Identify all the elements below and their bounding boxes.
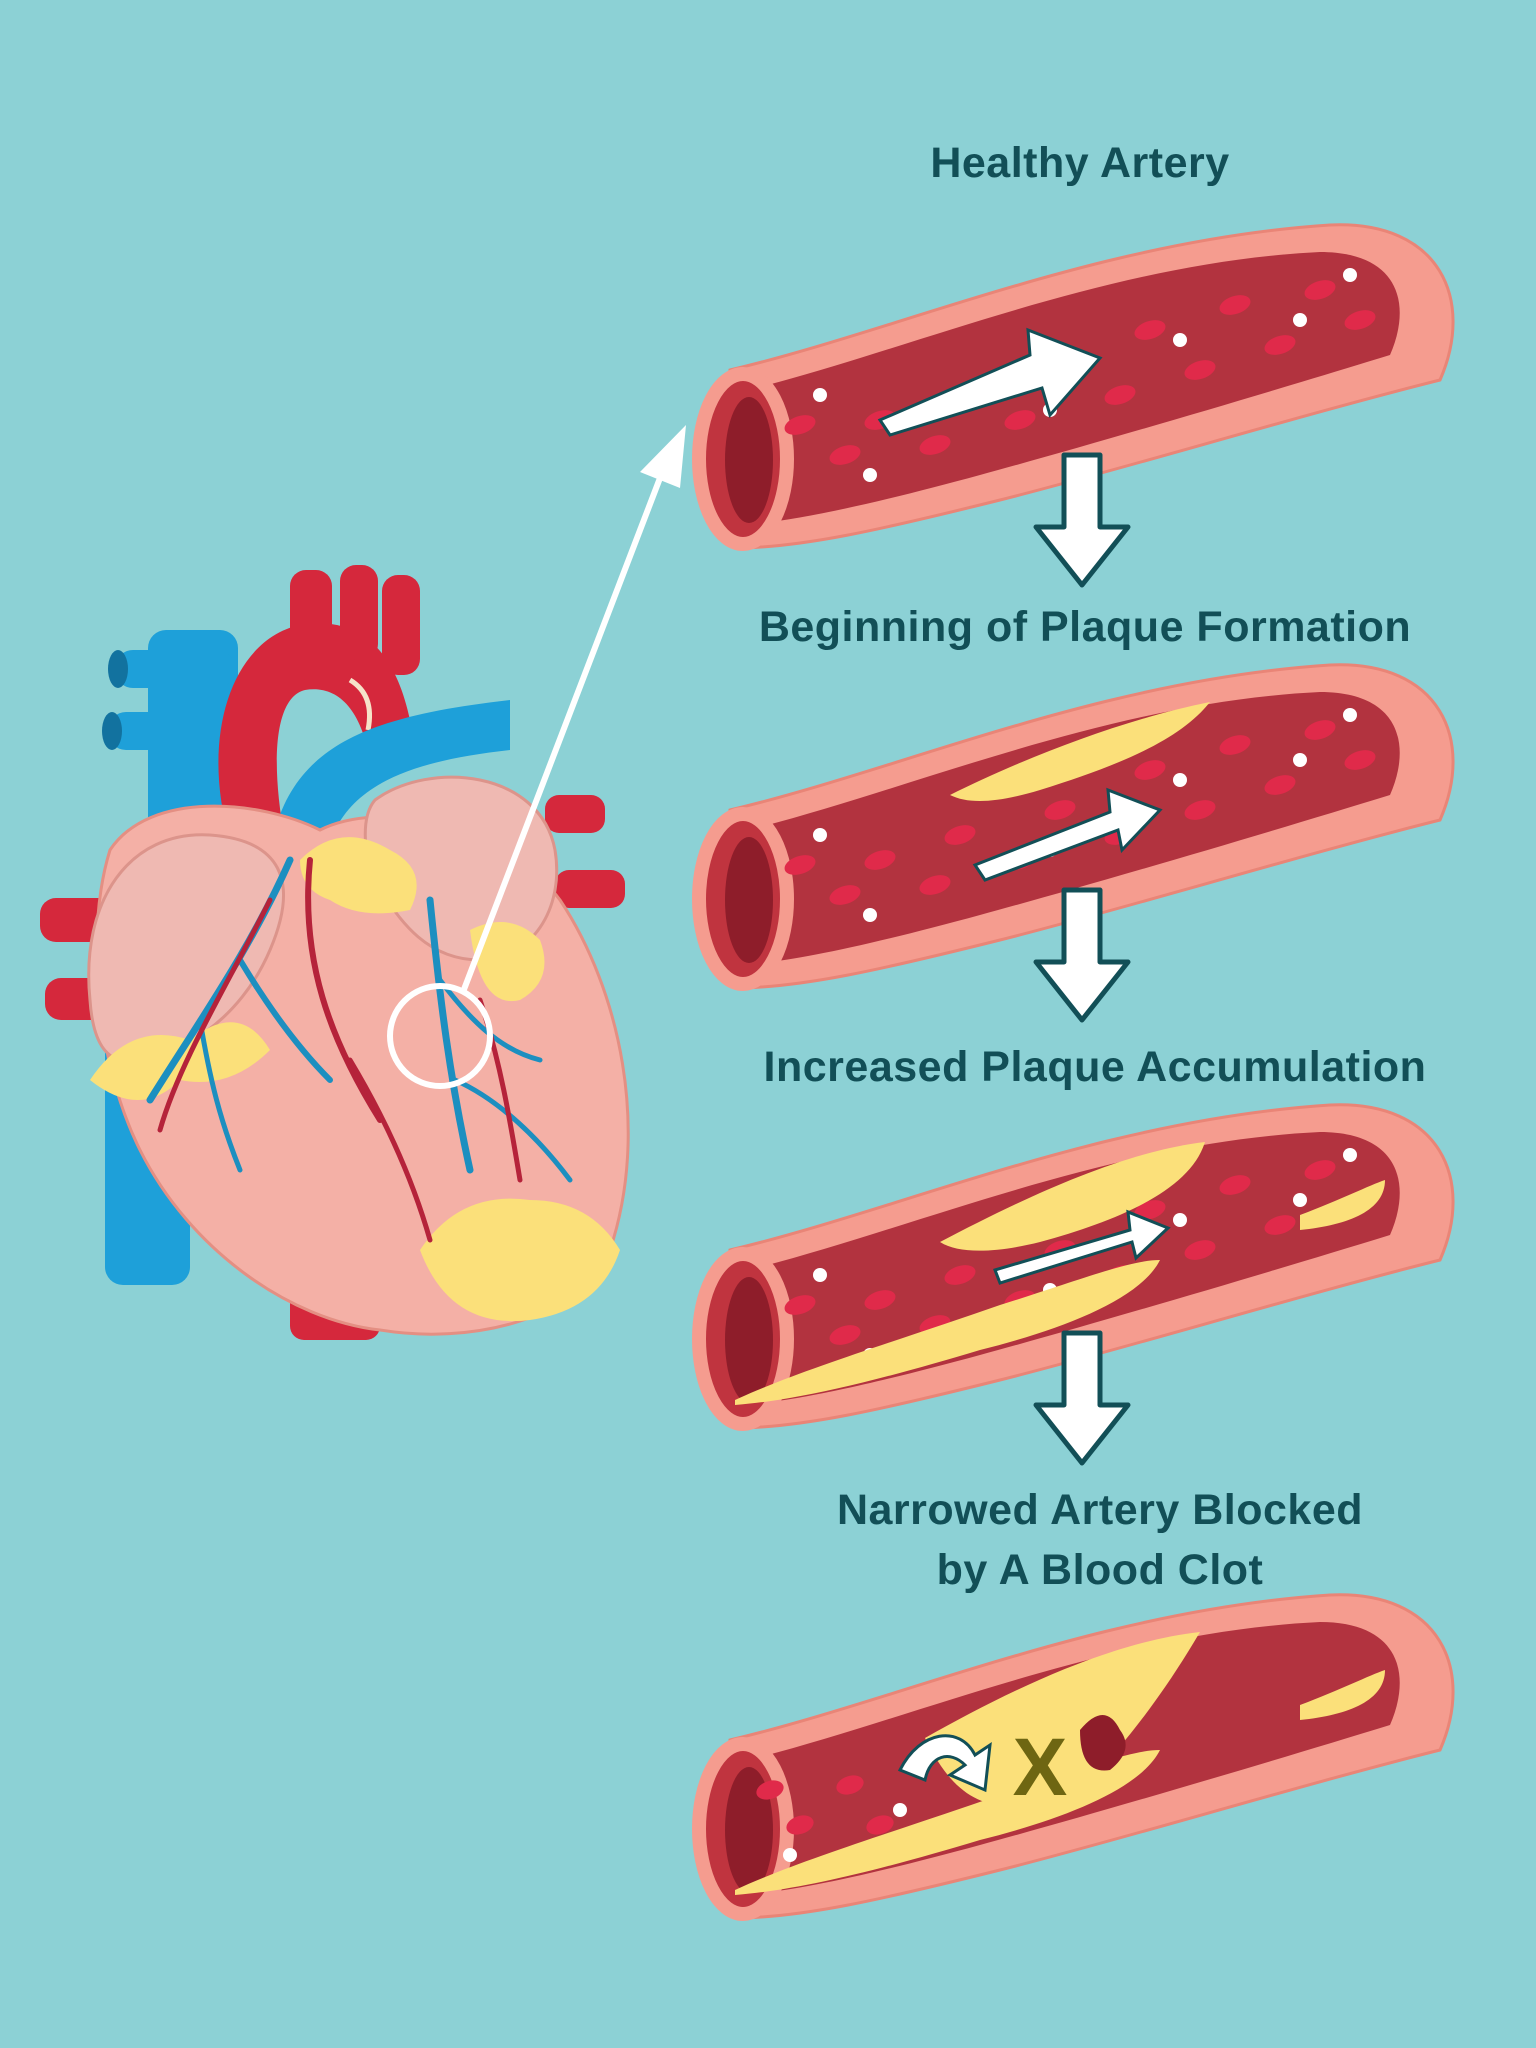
stage-label-narrowed-line1: Narrowed Artery Blocked <box>836 1486 1364 1534</box>
artery-begin-plaque <box>699 665 1453 988</box>
stage-label-beginning: Beginning of Plaque Formation <box>758 603 1412 651</box>
magnifier-circle-icon <box>387 983 493 1089</box>
stage-label-healthy: Healthy Artery <box>930 139 1230 187</box>
flow-arrow-icon <box>972 787 1163 882</box>
artery-increased-plaque <box>699 1105 1453 1428</box>
pointer-arrow-icon <box>460 425 686 994</box>
artery-blocked <box>699 1595 1453 1918</box>
flow-arrow-icon <box>993 1209 1171 1285</box>
clot-x-mark: X <box>1013 1722 1068 1813</box>
stage-label-increased: Increased Plaque Accumulation <box>763 1043 1427 1091</box>
stage-label-narrowed: Narrowed Artery Blocked by A Blood Clot <box>760 1480 1440 1600</box>
stage-label-narrowed-line2: by A Blood Clot <box>936 1546 1264 1594</box>
artery-healthy <box>699 225 1453 548</box>
turnback-arrow-icon <box>897 1734 992 1793</box>
flow-arrow-icon <box>877 327 1103 437</box>
blood-clot <box>1080 1715 1126 1771</box>
heart-illustration <box>40 565 630 1340</box>
